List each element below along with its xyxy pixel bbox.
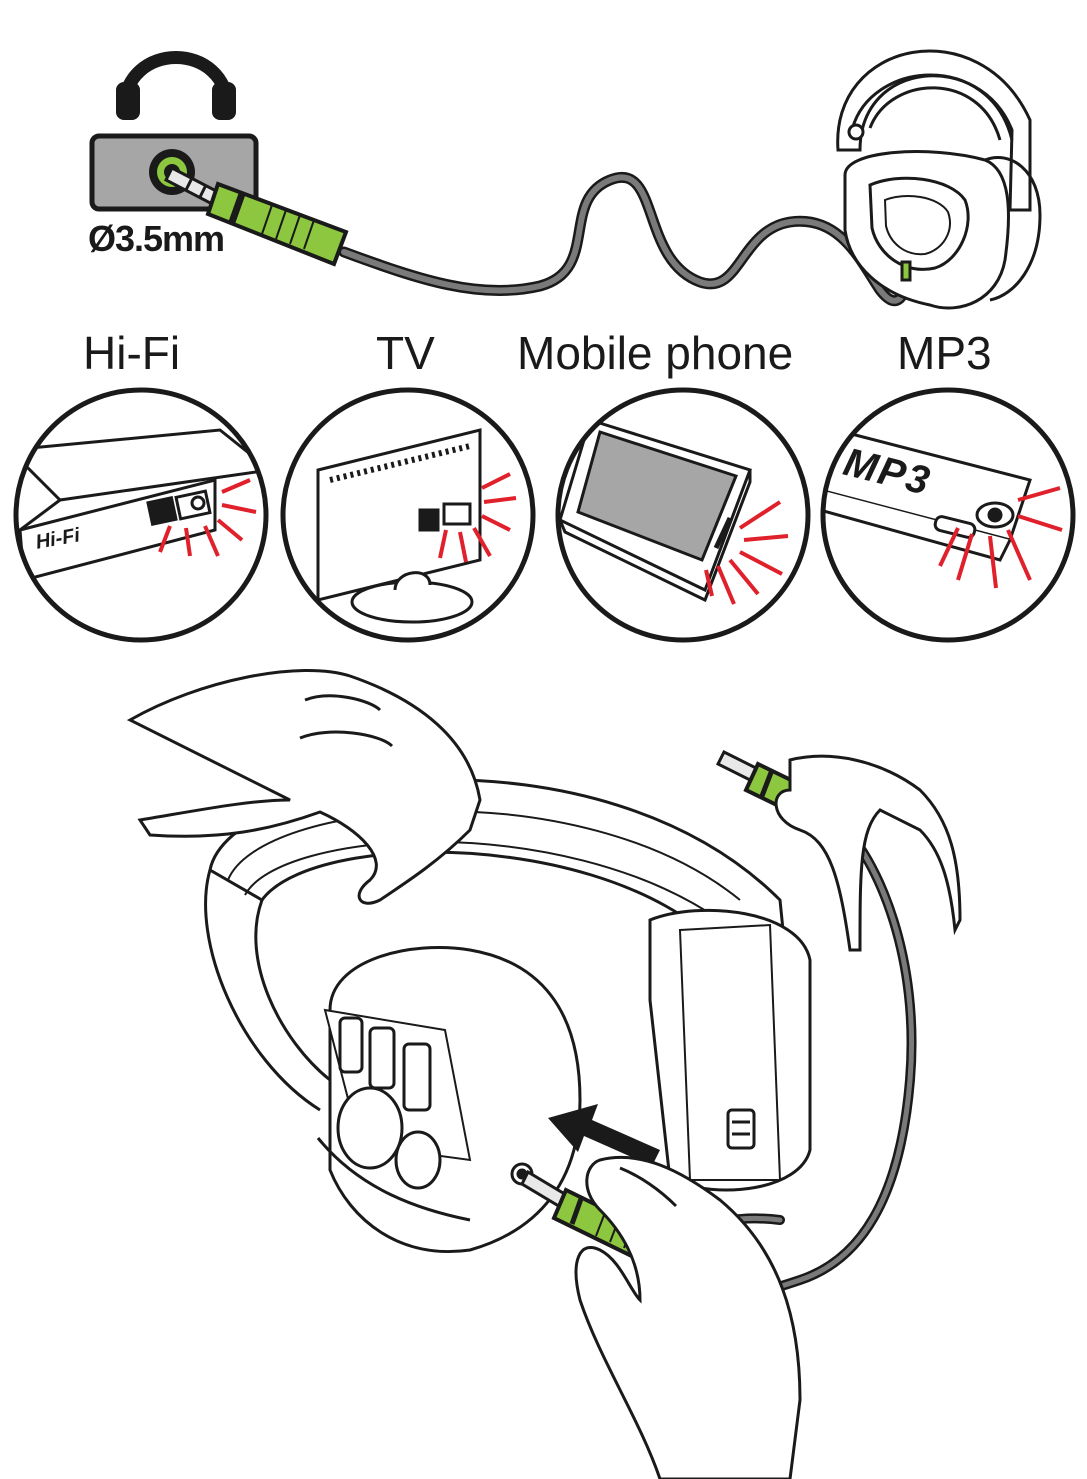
television-icon (280, 387, 536, 643)
device-label-mp3: MP3 (897, 327, 992, 379)
audio-plug-icon (163, 165, 349, 267)
headphone-jack-icon (89, 51, 259, 212)
device-label-hifi: Hi-Fi (83, 327, 181, 379)
connector-size-label: Ø3.5mm (88, 218, 225, 259)
hand-inserting-plug (574, 1155, 802, 1479)
hand-holding-plug (774, 754, 962, 952)
device-label-mobile-phone: Mobile phone (517, 327, 794, 379)
headset-closeup-icon (204, 778, 812, 1253)
headset-icon (836, 49, 1042, 310)
hand-on-headband (126, 669, 482, 905)
hifi-amplifier-icon (13, 387, 269, 643)
mp3-player-icon (820, 387, 1076, 643)
insert-direction-arrow (548, 1104, 660, 1166)
mobile-phone-icon (555, 387, 811, 643)
device-label-tv: TV (376, 327, 435, 379)
